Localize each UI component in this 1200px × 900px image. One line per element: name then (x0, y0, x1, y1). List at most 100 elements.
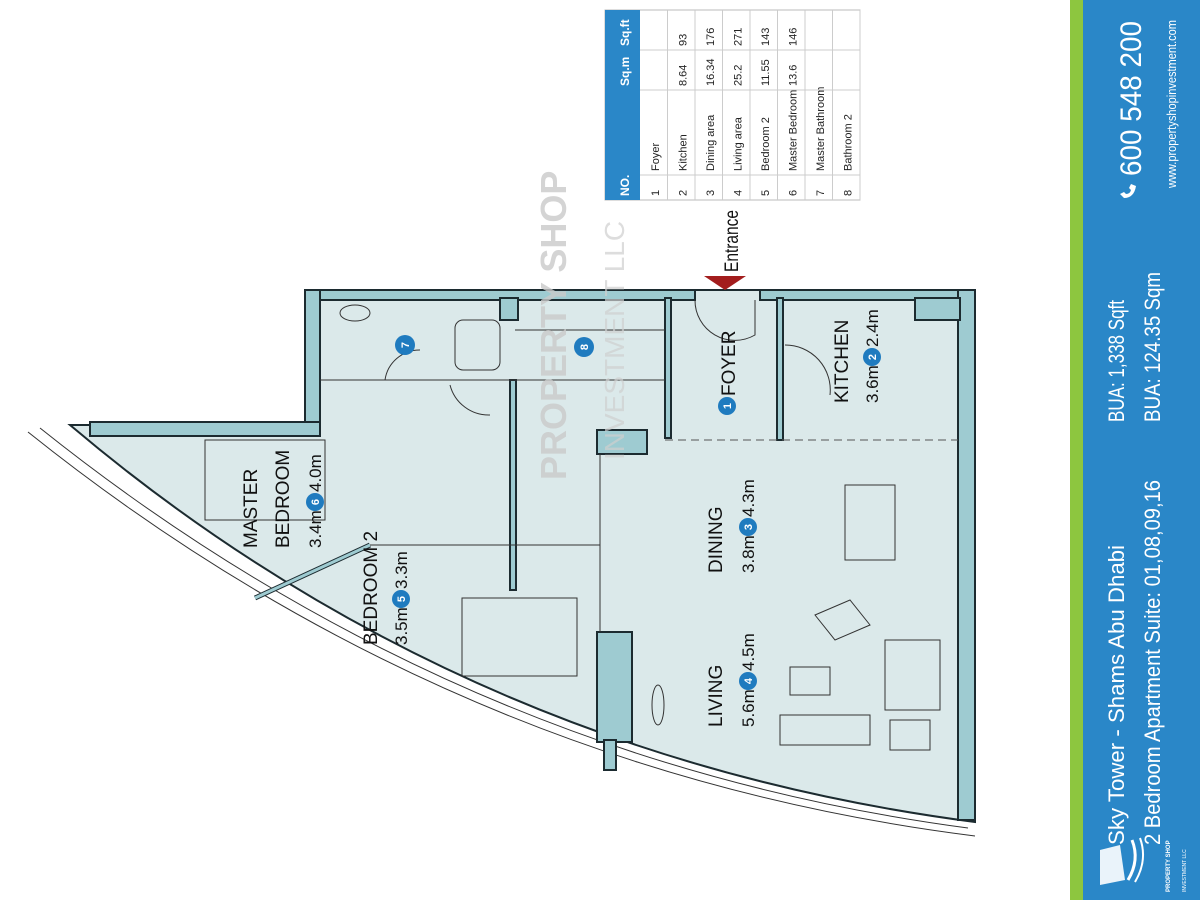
badge-number: 7 (400, 342, 412, 348)
room-name: MASTER (241, 469, 262, 548)
badge-number: 1 (722, 403, 734, 409)
badge-number: 3 (743, 524, 755, 530)
room-width: 3.4m (306, 510, 325, 548)
wall-bedroom2-top (509, 379, 517, 591)
badge-number: 6 (310, 499, 322, 505)
table-cell-no: 7 (815, 190, 827, 196)
table-cell-name: Bathroom 2 (843, 114, 855, 171)
logo-subtext: INVESTMENT LLC (1182, 849, 1188, 892)
table-cell-sqm: 25.2 (733, 65, 745, 86)
dining-table (844, 484, 896, 561)
column-living (596, 631, 633, 743)
info-banner: Sky Tower - Shams Abu Dhabi 2 Bedroom Ap… (1070, 0, 1200, 900)
watermark-text: PROPERTY SHOP (533, 171, 574, 480)
bua-sqft: BUA: 1,338 Sqft (1104, 300, 1129, 422)
table-cell-name: Master Bathroom (815, 87, 827, 171)
table-header (605, 10, 640, 200)
table-cell-name: Master Bedroom (788, 90, 800, 171)
bed-2 (461, 597, 578, 677)
table-header-cell: NO. (618, 175, 632, 196)
room-badge (306, 493, 324, 511)
wall-living-stub (603, 739, 617, 771)
phone-icon (1120, 184, 1136, 198)
room-badge (863, 348, 881, 366)
door-master[interactable] (449, 384, 491, 416)
room-name: LIVING (706, 665, 727, 727)
bed-master (204, 439, 326, 521)
wall-diagonal-fill (254, 543, 371, 600)
entrance-arrow-icon (704, 276, 746, 290)
room-label-master-bedroom: MASTER BEDROOM 3.4m 6 4.0m (241, 450, 325, 548)
table-cell-sqft: 93 (678, 34, 690, 46)
table-cell-sqm: 16.34 (705, 58, 717, 86)
table-cell-name: Bedroom 2 (760, 117, 772, 171)
watermark-subtext: INVESTMENT LLC (599, 221, 630, 460)
table-cell-sqm: 8.64 (678, 65, 690, 86)
wall-foyer-left (664, 297, 672, 439)
table-cell-no: 5 (760, 190, 772, 196)
curtain-wall-outer (27, 431, 976, 837)
badge-number: 4 (743, 677, 755, 684)
company-logo: PROPERTY SHOP INVESTMENT LLC (1100, 837, 1188, 892)
table-cell-sqft: 146 (788, 28, 800, 46)
room-name: KITCHEN (832, 320, 853, 403)
bathtub (454, 319, 501, 371)
wall-master-top (89, 421, 321, 437)
wall-kitchen-left (776, 297, 784, 441)
room-name: DINING (706, 507, 727, 574)
room-label-foyer: 1 FOYER (718, 331, 740, 415)
entrance-door[interactable] (694, 299, 756, 341)
logo-text: PROPERTY SHOP (1166, 840, 1172, 892)
area-table: NO.Sq.mSq.ft1Foyer2Kitchen8.64933Dining … (604, 9, 861, 201)
phone-number[interactable]: 600 548 200 (1115, 21, 1148, 176)
table-cell-sqft: 176 (705, 28, 717, 46)
table-header-cell: Sq.m (618, 57, 632, 86)
table-cell-no: 3 (705, 190, 717, 196)
table-cell-sqm: 13.6 (788, 65, 800, 86)
rug (814, 599, 871, 641)
room-name: BEDROOM (273, 450, 294, 548)
room-length: 4.0m (306, 454, 325, 492)
room-length: 4.5m (739, 633, 758, 671)
wall-bath-divider (499, 297, 519, 321)
entrance-marker: Entrance (704, 210, 746, 290)
room-length: 4.3m (739, 479, 758, 517)
room-width: 3.5m (392, 607, 411, 645)
table-cell-no: 2 (678, 190, 690, 196)
badge-master-bathroom: 7 (395, 335, 415, 355)
room-label-bedroom-2: BEDROOM 2 3.5m 5 3.3m (361, 531, 411, 645)
table-cell-sqm: 11.55 (760, 59, 772, 86)
badge-number: 5 (396, 596, 408, 602)
table-cell-name: Foyer (650, 143, 662, 171)
door-bath-7[interactable] (384, 349, 421, 381)
badge-number: 8 (579, 344, 591, 350)
logo-icon (1100, 845, 1125, 885)
wall-right (957, 289, 976, 821)
room-length: 2.4m (863, 309, 882, 347)
badge-number: 2 (867, 354, 879, 360)
coffee-table (789, 666, 831, 696)
room-badge (739, 518, 757, 536)
table-cell-sqft: 143 (760, 28, 772, 46)
wall-bath-left (304, 289, 321, 436)
door-kitchen[interactable] (784, 344, 831, 396)
table-cell-no: 8 (843, 190, 855, 196)
room-badge (718, 397, 736, 415)
room-width: 3.6m (863, 365, 882, 403)
badge-bathroom-2: 8 (574, 337, 594, 357)
column (596, 429, 648, 455)
curtain-wall-inner (39, 427, 969, 829)
sofa (884, 639, 941, 711)
room-label-dining: DINING 3.8m 3 4.3m (706, 479, 758, 573)
table-cell-name: Living area (733, 116, 745, 171)
table-cell-no: 6 (788, 190, 800, 196)
table-cell-no: 1 (650, 190, 662, 196)
tv (651, 684, 665, 726)
suite-info: 2 Bedroom Apartment Suite: 01,08,09,16 (1140, 480, 1165, 845)
room-badge (739, 672, 757, 690)
website-link[interactable]: www.propertyshopinvestment.com (1164, 20, 1179, 189)
table-cell-name: Kitchen (678, 134, 690, 171)
room-length: 3.3m (392, 551, 411, 589)
sink (339, 304, 371, 322)
